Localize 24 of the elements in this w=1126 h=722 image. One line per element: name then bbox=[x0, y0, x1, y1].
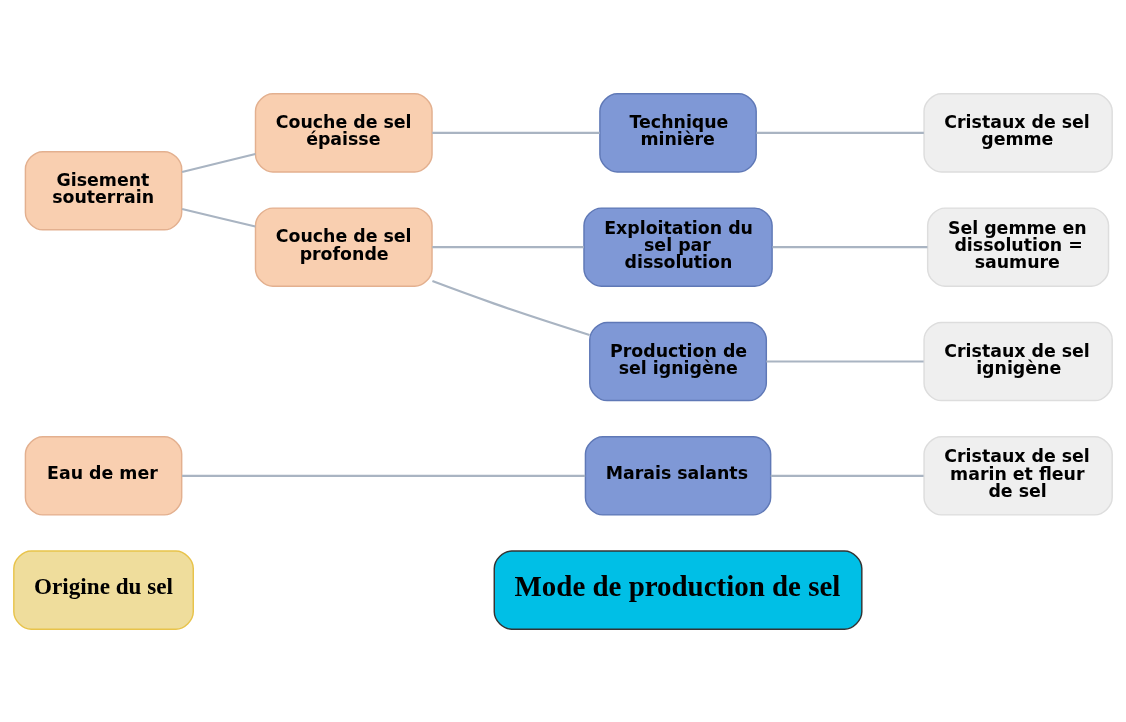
connector bbox=[772, 245, 928, 248]
connector bbox=[756, 131, 924, 134]
connector bbox=[432, 245, 584, 248]
connector bbox=[770, 474, 924, 477]
connector bbox=[766, 359, 924, 363]
connector bbox=[181, 152, 256, 173]
connector bbox=[181, 207, 256, 228]
node-box: Mode de production de sel bbox=[493, 549, 863, 630]
node-box: Cristaux de sel gemme bbox=[923, 92, 1113, 173]
node-box: Sel gemme en dissolution = saumure bbox=[926, 206, 1110, 287]
node-box: Gisement souterrain bbox=[24, 150, 183, 231]
node-box: Marais salants bbox=[584, 435, 772, 516]
connector bbox=[432, 131, 600, 134]
node-box: Couche de sel épaisse bbox=[254, 92, 433, 173]
node-box: Production de sel ignigène bbox=[589, 321, 768, 401]
connector bbox=[432, 279, 590, 336]
node-box: Eau de mer bbox=[24, 435, 183, 516]
node-box: Cristaux de sel marin et fleur de sel bbox=[923, 435, 1113, 516]
connector bbox=[182, 474, 586, 477]
node-box: Origine du sel bbox=[13, 549, 194, 630]
node-box: Cristaux de sel ignigène bbox=[923, 321, 1113, 401]
node-box: Couche de sel profonde bbox=[254, 206, 433, 287]
node-box: Exploitation du sel par dissolution bbox=[583, 206, 773, 287]
node-box: Technique minière bbox=[599, 92, 757, 173]
